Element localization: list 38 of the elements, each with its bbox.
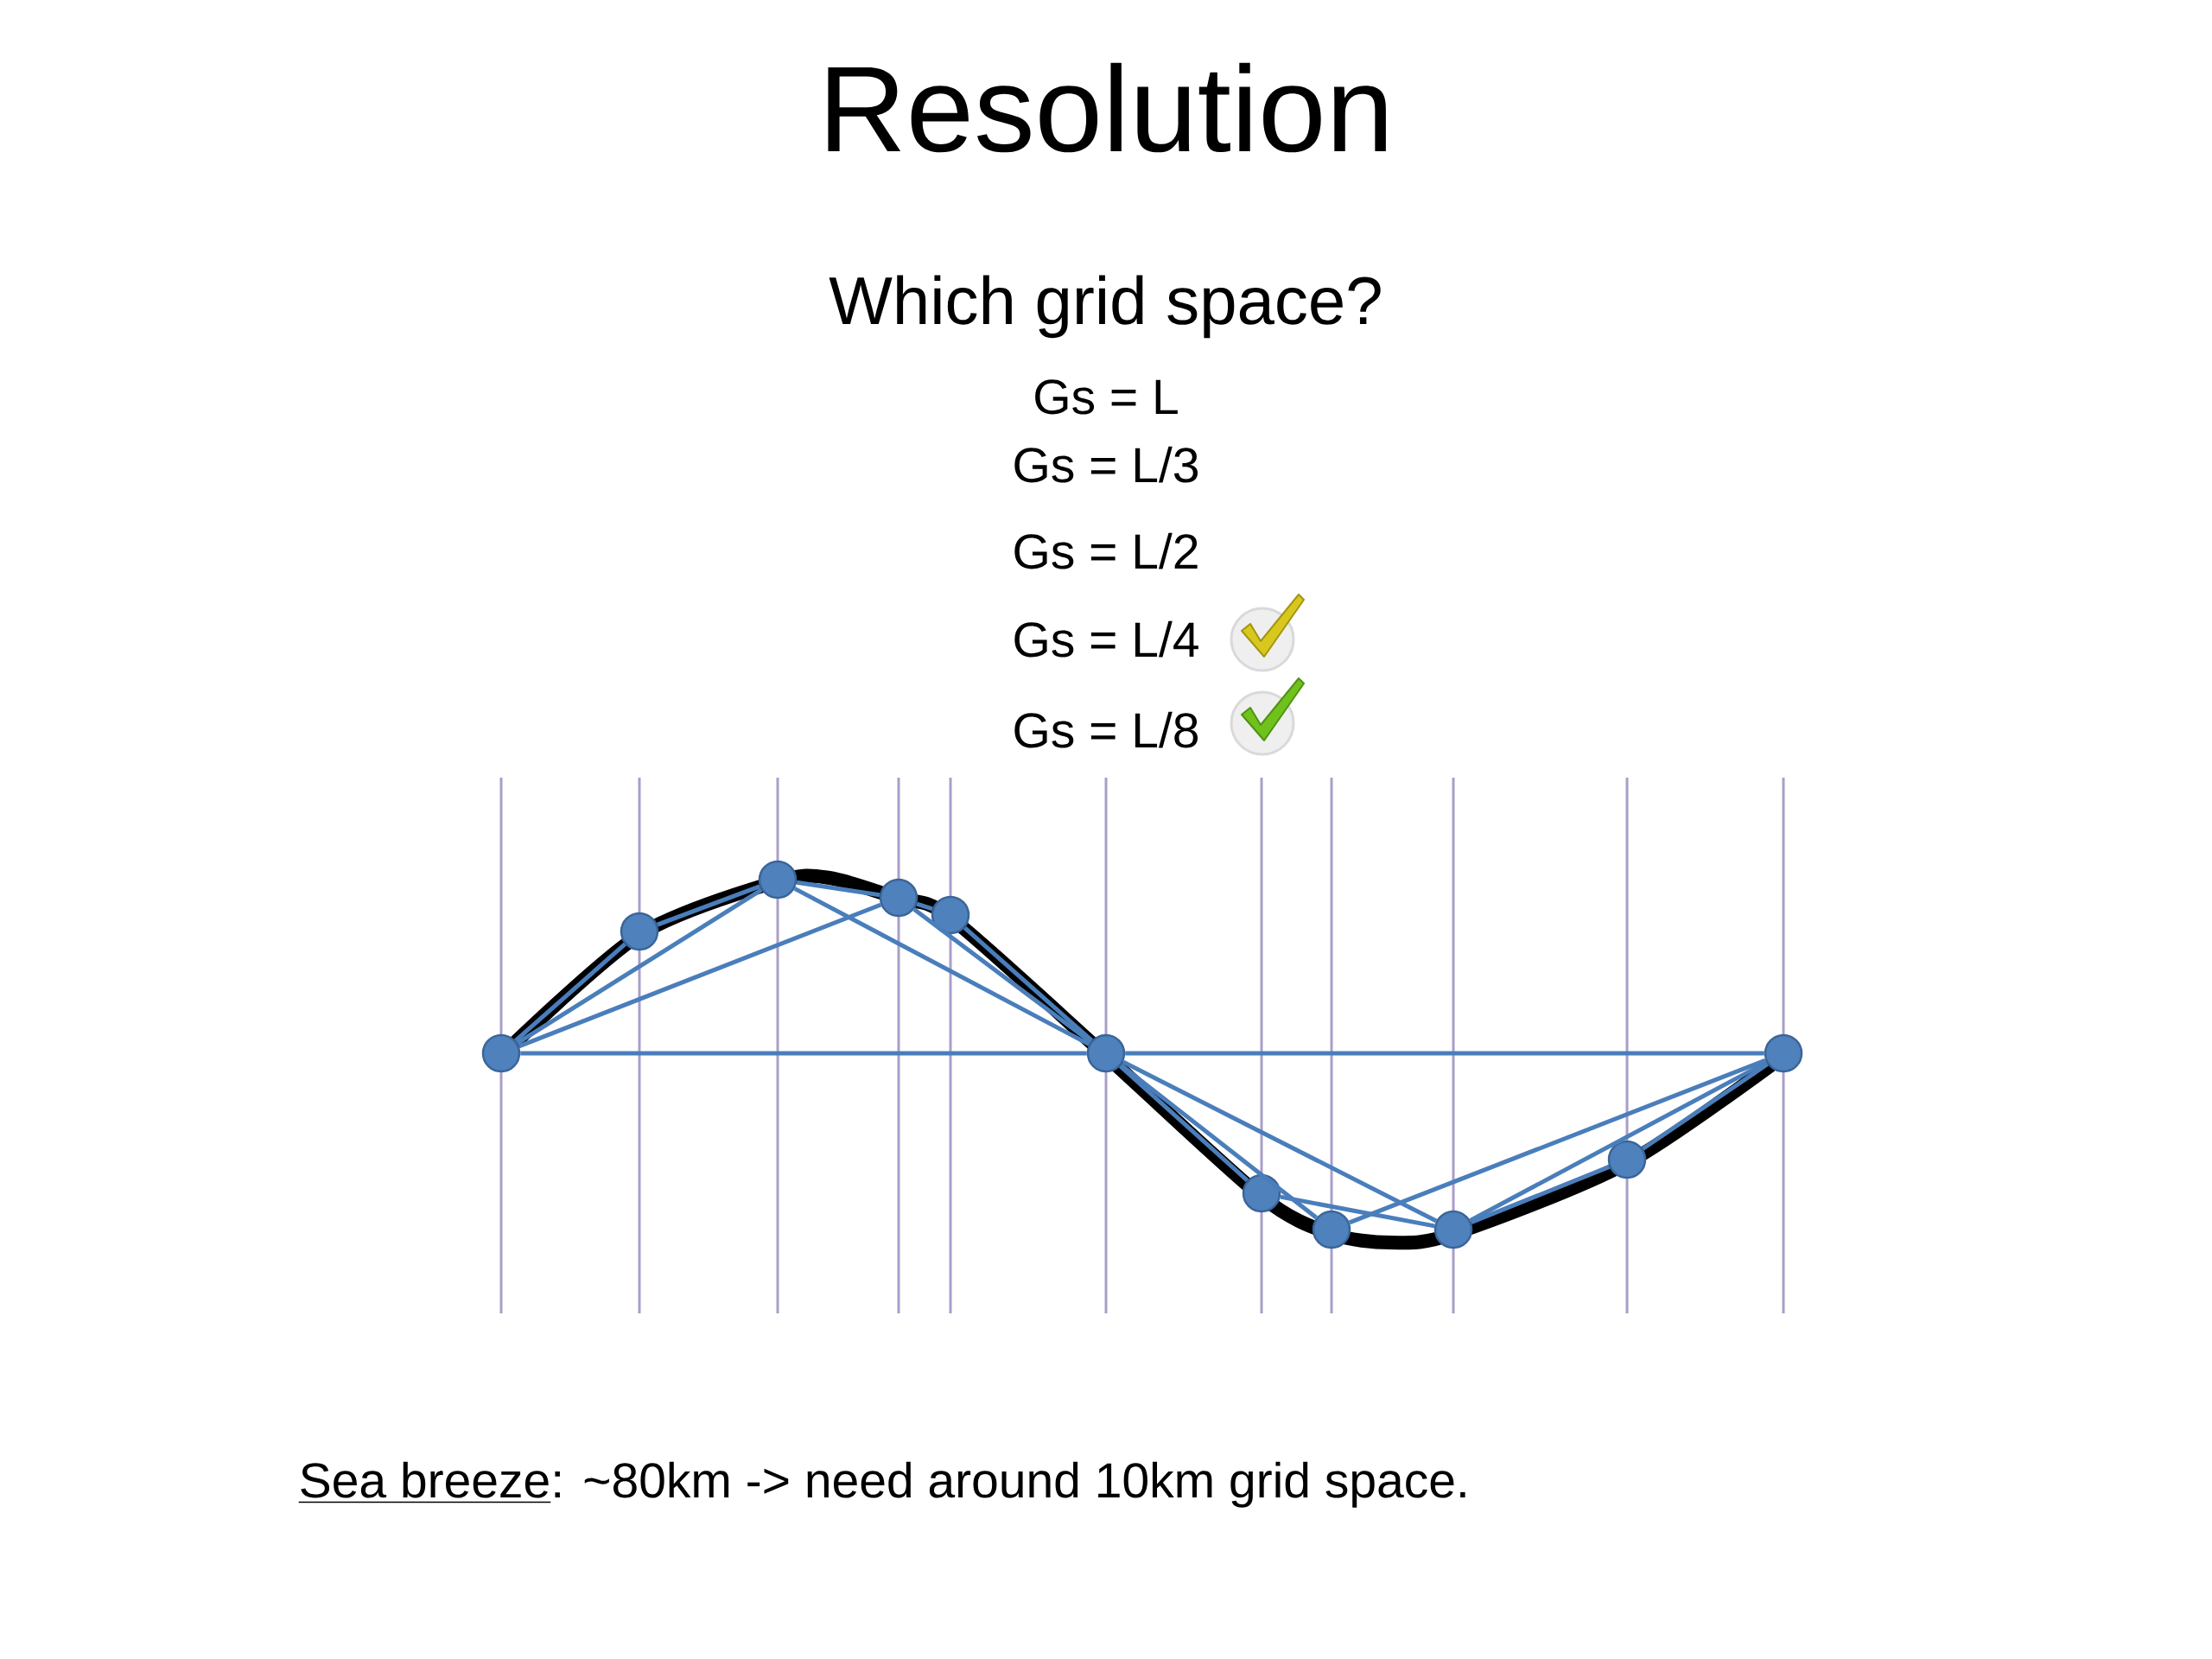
- point-dot: [1312, 1210, 1351, 1249]
- line-segment: [796, 880, 880, 898]
- line-segment: [516, 887, 763, 1046]
- point-dot: [1433, 1210, 1473, 1249]
- point-dot: [1764, 1033, 1803, 1073]
- point-dot: [879, 878, 918, 918]
- line-segment: [793, 887, 1090, 1046]
- line-segment: [518, 902, 882, 1049]
- formula-text: Gs = L/8: [1014, 711, 1198, 748]
- note-text: Sea breeze: ~80km -> need around 10km grid space.: [298, 1461, 1465, 1508]
- line-segment: [520, 1051, 1087, 1056]
- point-dot: [758, 860, 798, 899]
- point-dot: [481, 1033, 521, 1073]
- line-segment: [1125, 1051, 1764, 1056]
- line-segment: [1348, 1058, 1767, 1225]
- point-dot: [1086, 1033, 1126, 1073]
- line-segment: [912, 907, 1092, 1044]
- formula-text: Gs = L/2: [1014, 532, 1198, 569]
- line-segment: [1122, 1059, 1438, 1224]
- line-segment: [1642, 1062, 1770, 1151]
- line-segment: [656, 884, 761, 927]
- line-segment: [1118, 1065, 1249, 1182]
- line-segment: [1280, 1194, 1435, 1229]
- point-dot: [620, 912, 659, 951]
- point-dot: [931, 895, 970, 935]
- line-segment: [1470, 1165, 1611, 1224]
- line-segment: [514, 942, 626, 1043]
- formula-text: Gs = L: [1035, 379, 1178, 415]
- formula-text: Gs = L/4: [1014, 620, 1198, 658]
- point-dot: [1242, 1173, 1281, 1213]
- line-segment: [916, 901, 933, 912]
- formula-text: Gs = L/3: [1014, 446, 1198, 483]
- point-dot: [1607, 1140, 1647, 1179]
- line-segment: [1469, 1060, 1768, 1223]
- line-segment: [963, 925, 1094, 1043]
- title: Resolution: [828, 62, 1386, 153]
- line-segment: [1120, 1063, 1319, 1220]
- question-text: Which grid space?: [829, 275, 1381, 339]
